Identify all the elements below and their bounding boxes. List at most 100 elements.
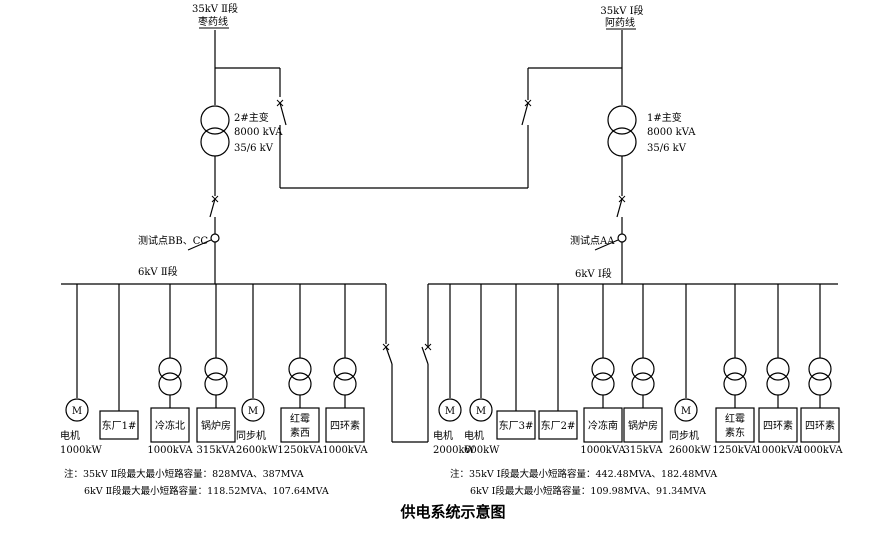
transformer-icon (288, 357, 312, 396)
transformer-icon (158, 357, 182, 396)
note-right-line1: 注：35kV Ⅰ段最大最小短路容量：442.48MVA、182.48MVA (450, 468, 717, 480)
feeder-left-5: M 同步机 2600kW (236, 284, 279, 456)
feeder-right-5: 冷冻南 1000kVA (580, 284, 626, 456)
source-left-line-label: 枣药线 (198, 15, 228, 28)
tie-35kv-right-switch (521, 102, 529, 126)
load-box (150, 407, 190, 443)
load-rating: 2600kW (669, 445, 712, 456)
source-left-bus-label: 35kV Ⅱ段 (192, 2, 238, 15)
note-left-line2: 6kV Ⅱ段最大最小短路容量：118.52MVA、107.64MVA (84, 485, 329, 497)
load-box (280, 407, 320, 443)
load-name: 东厂2# (541, 419, 576, 432)
load-name: 四环素 (330, 419, 360, 432)
diagram-title: 供电系统示意图 (399, 503, 505, 521)
test-point-bb-cc-icon (210, 233, 220, 243)
load-rating: 1000kVA (147, 445, 193, 456)
feeder-right-4: 东厂2# (538, 284, 578, 440)
load-box (623, 407, 663, 443)
feeder-right-1: M 电机 2000kW (433, 284, 476, 456)
load-box (583, 407, 623, 443)
load-rating: 1250kVA (277, 445, 323, 456)
motor-icon: M (241, 398, 265, 422)
load-name-line1: 红霉 (290, 412, 310, 425)
feeder-left-7: 四环素 1000kVA (322, 284, 368, 456)
load-name: 东厂1# (102, 419, 137, 432)
feeder-left-3: 冷冻北 1000kVA (147, 284, 193, 456)
tie-6kv (382, 284, 432, 443)
load-name: 锅炉房 (628, 419, 658, 432)
right-secondary-feeder (594, 156, 627, 284)
load-name: 电机 (464, 429, 484, 442)
load-box (196, 407, 236, 443)
load-name: 锅炉房 (201, 419, 231, 432)
load-box (715, 407, 755, 443)
motor-icon: M (65, 398, 89, 422)
test-point-right-label: 测试点AA (570, 234, 615, 247)
motor-symbol: M (248, 406, 258, 417)
note-left-line1: 注：35kV Ⅱ段最大最小短路容量：828MVA、387MVA (64, 468, 304, 480)
transformer-icon (204, 357, 228, 396)
load-rating: 2600kW (236, 445, 279, 456)
load-box (99, 410, 139, 440)
load-rating: 315kVA (197, 445, 237, 456)
transformer-icon (591, 357, 615, 396)
transformer-icon (723, 357, 747, 396)
tie-35kv-left-switch (279, 102, 287, 126)
feeder-right-9: 四环素 1000kVA (755, 284, 801, 456)
load-name-line2: 素东 (725, 426, 745, 439)
load-name: 四环素 (763, 419, 793, 432)
load-name: 冷冻北 (155, 419, 185, 432)
feeder-right-10: 四环素 1000kVA (797, 284, 843, 456)
source-right-line-label: 阿药线 (605, 16, 635, 29)
test-point-aa-icon (617, 233, 627, 243)
load-name: 电机 (433, 429, 453, 442)
motor-symbol: M (72, 406, 82, 417)
test-point-left-label: 测试点BB、CC (138, 234, 208, 247)
transformer-icon (766, 357, 790, 396)
bus-right-label: 6kV Ⅰ段 (575, 267, 612, 280)
feeder-left-4: 锅炉房 315kVA (196, 284, 237, 456)
load-rating: 1000kVA (797, 445, 843, 456)
bus-left-label: 6kV Ⅱ段 (138, 265, 178, 278)
main-transformer-1-icon (607, 105, 637, 157)
load-box (538, 410, 578, 440)
transformer-1-name: 1#主变 (647, 111, 682, 124)
load-rating: 2000kW (433, 445, 476, 456)
load-rating: 600kW (464, 445, 500, 456)
load-name: 四环素 (805, 419, 835, 432)
load-rating: 315kVA (624, 445, 664, 456)
transformer-2-voltage: 35/6 kV (234, 143, 274, 154)
right-loads: M 电机 2000kW M 电机 600kW 东厂3# 东厂2# 冷冻南 1000kVA 锅炉房 31… (433, 284, 843, 456)
transformer-icon (631, 357, 655, 396)
feeder-right-3: 东厂3# (496, 284, 536, 440)
load-box (496, 410, 536, 440)
load-name: 冷冻南 (588, 419, 618, 432)
feeder-right-6: 锅炉房 315kVA (623, 284, 664, 456)
load-rating: 1000kW (60, 445, 103, 456)
tie-35kv (215, 67, 622, 189)
load-name: 同步机 (236, 429, 266, 442)
motor-icon: M (674, 398, 698, 422)
transformer-icon (808, 357, 832, 396)
motor-icon: M (469, 398, 493, 422)
motor-icon: M (438, 398, 462, 422)
load-rating: 1000kVA (755, 445, 801, 456)
load-rating: 1000kVA (580, 445, 626, 456)
transformer-icon (333, 357, 357, 396)
note-right-line2: 6kV Ⅰ段最大最小短路容量：109.98MVA、91.34MVA (470, 485, 706, 497)
transformer-2-capacity: 8000 kVA (234, 127, 283, 138)
feeder-right-2: M 电机 600kW (464, 284, 500, 456)
load-rating: 1250kVA (712, 445, 758, 456)
load-box (325, 407, 365, 443)
motor-symbol: M (445, 406, 455, 417)
transformer-2-name: 2#主变 (234, 111, 269, 124)
feeder-left-2: 东厂1# (99, 284, 139, 440)
motor-symbol: M (476, 406, 486, 417)
load-rating: 1000kVA (322, 445, 368, 456)
